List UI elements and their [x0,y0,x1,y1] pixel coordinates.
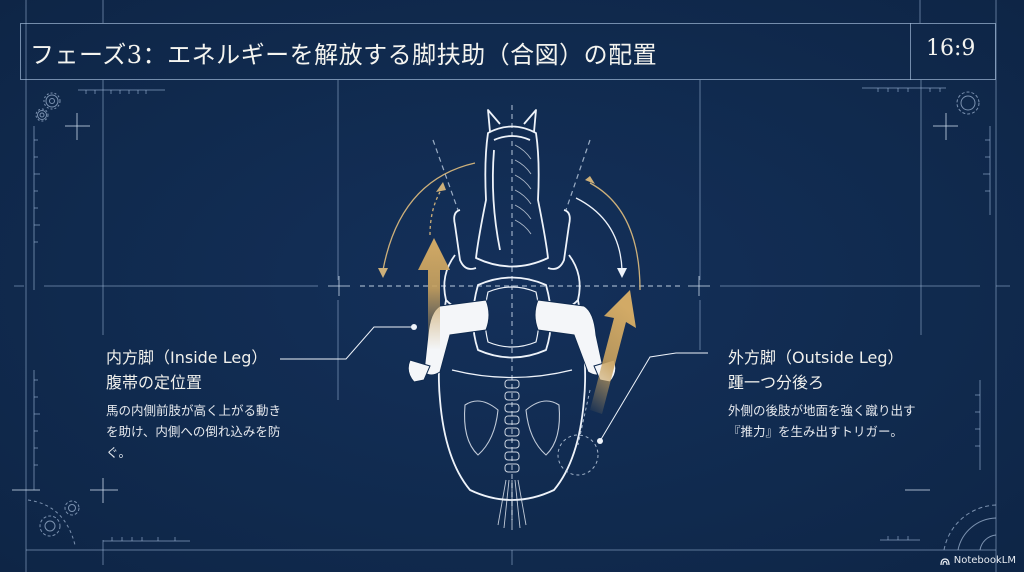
inside-leg-description: 馬の内側前肢が高く上がる動き を助け、内側への倒れ込みを防 ぐ。 [106,400,281,463]
rider-legs [407,299,617,383]
inside-leg-position: 腹帯の定位置 [106,373,203,392]
curved-arrow-icon [378,162,641,291]
inside-leg-callout: 内方脚（Inside Leg） 腹帯の定位置 馬の内側前肢が高く上がる動き を助… [106,347,281,463]
page-title: フェーズ3：エネルギーを解放する脚扶助（合図）の配置 [30,41,658,69]
title-frame [20,23,996,80]
aspect-ratio-label: 16:9 [926,36,976,61]
description-line: 外側の後肢が地面を強く蹴り出す [728,403,916,418]
horse-outline [437,109,587,530]
notebooklm-brand: NotebookLM [940,555,1016,566]
upward-arrow-icon [418,238,636,414]
outside-leg-description: 外側の後肢が地面を強く蹴り出す 『推力』を生み出すトリガー。 [728,400,916,442]
aspect-ratio-cell [910,23,996,80]
outside-leg-callout: 外方脚（Outside Leg） 踵一つ分後ろ 外側の後肢が地面を強く蹴り出す … [728,347,916,442]
brand-label: NotebookLM [953,555,1016,566]
description-line: を助け、内側への倒れ込みを防 [106,424,281,439]
notebooklm-logo-icon [940,557,950,565]
description-line: ぐ。 [106,445,132,460]
description-line: 『推力』を生み出すトリガー。 [728,424,903,439]
outside-leg-position: 踵一つ分後ろ [728,373,825,392]
inside-leg-heading: 内方脚（Inside Leg） [106,348,268,367]
outside-leg-heading: 外方脚（Outside Leg） [728,348,904,367]
description-line: 馬の内側前肢が高く上がる動き [106,403,282,418]
